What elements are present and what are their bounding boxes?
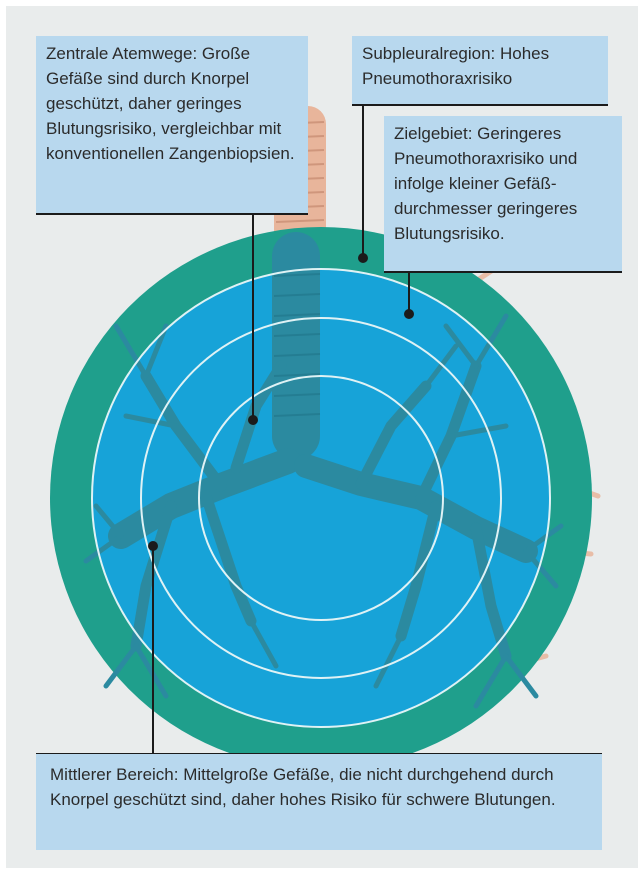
target-zone-rule xyxy=(384,271,622,273)
central-airways-label: Zentrale Atemwege: Große Gefäße sind dur… xyxy=(36,36,308,213)
subpleural-rule xyxy=(352,104,608,106)
target-zone-label: Zielgebiet: Geringeres Pneumothoraxrisik… xyxy=(384,116,622,271)
middle-zone-label: Mittlerer Bereich: Mittelgroße Gefäße, d… xyxy=(36,754,602,850)
central-airways-rule xyxy=(36,213,308,215)
subpleural-label: Subpleuralregion: Hohes Pneumothoraxrisi… xyxy=(352,36,608,104)
figure-panel: Zentrale Atemwege: Große Gefäße sind dur… xyxy=(6,6,638,868)
